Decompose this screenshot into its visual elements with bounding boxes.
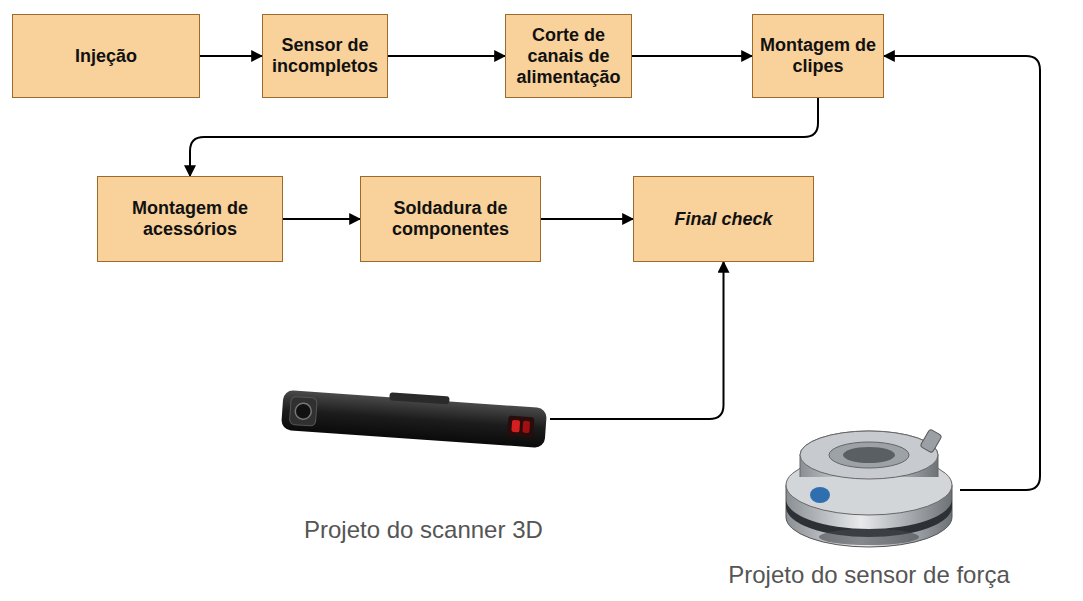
process-box: Montagem de clipes [752,14,884,98]
box-label: Soldadura de componentes [367,198,534,240]
box-label: Injeção [75,46,137,67]
process-box: Montagem de acessórios [97,176,283,262]
figure-caption: Projeto do scanner 3D [304,515,543,545]
flow-arrow [190,98,818,176]
scanner-top-grip [389,392,449,404]
process-box: Corte de canais de alimentação [505,14,632,98]
box-label: Final check [674,209,772,230]
box-label: Sensor de incompletos [269,35,381,77]
sensor-connector [920,429,942,453]
figure-caption: Projeto do sensor de força [728,560,1010,590]
scanner-illustration [278,385,550,453]
scanner-led [511,420,520,433]
process-box: Soldadura de componentes [360,176,541,262]
sensor-flange [800,431,938,479]
flow-arrow [541,218,633,220]
scanner-body [281,390,547,448]
box-label: Montagem de acessórios [104,198,276,240]
scanner-figure: Projeto do scanner 3D [278,385,550,453]
scanner-lens-housing [289,396,317,426]
process-box: Final check [633,176,814,262]
box-label: Montagem de clipes [759,35,877,77]
sensor-logo [810,487,830,503]
process-box: Sensor de incompletos [262,14,388,98]
sensor-bore-inner [843,447,895,463]
scanner-led-panel [507,416,534,438]
flow-arrow [283,218,360,220]
flow-arrow [200,55,262,57]
process-box: Injeção [12,14,200,98]
scanner-body-group [281,385,547,448]
scanner-lens [295,403,312,420]
sensor-bottom-opening [819,529,919,545]
force-sensor-illustration [778,425,960,555]
flow-arrow [632,55,752,57]
flow-arrow [550,262,724,419]
flow-arrow [884,56,1040,490]
force-sensor-figure: Projeto do sensor de força [778,425,960,555]
flow-arrow [388,55,505,57]
sensor-bore [829,442,909,468]
box-label: Corte de canais de alimentação [512,25,625,88]
scanner-led [522,421,530,433]
